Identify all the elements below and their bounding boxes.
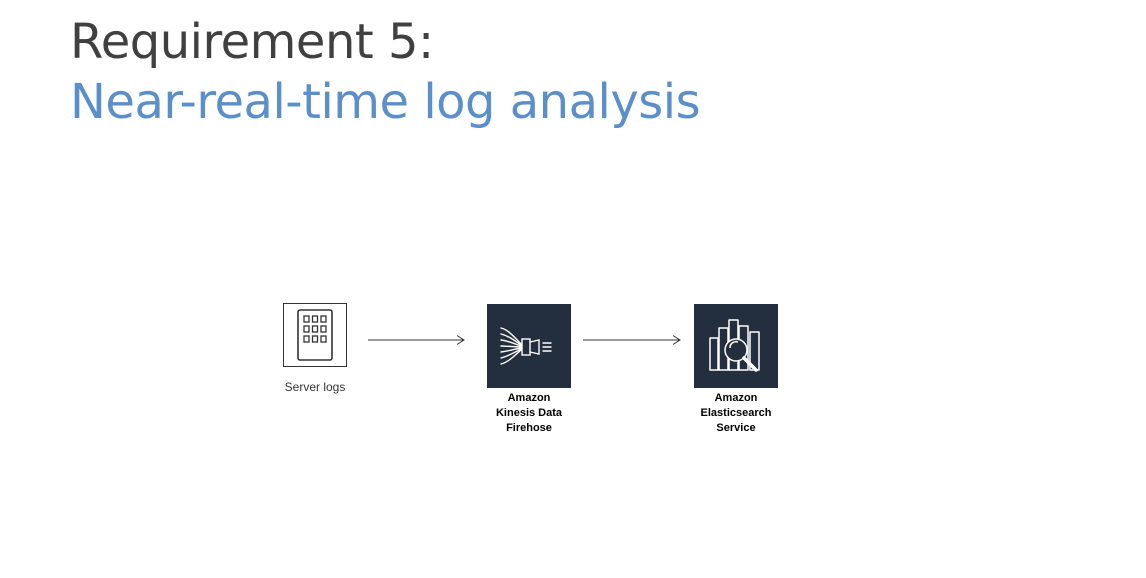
elasticsearch-label: Amazon Elasticsearch Service [676, 391, 796, 436]
kinesis-firehose-node [487, 304, 571, 388]
kinesis-firehose-label-line: Kinesis Data [495, 407, 563, 419]
kinesis-firehose-label: Amazon Kinesis Data Firehose [469, 391, 589, 436]
server-logs-label: Server logs [265, 380, 365, 395]
kinesis-firehose-label-line: Amazon [507, 392, 551, 404]
server-icon [297, 309, 333, 361]
flow-arrow [583, 334, 682, 346]
flow-arrow [368, 334, 466, 346]
elasticsearch-label-line: Service [716, 422, 756, 434]
kinesis-firehose-label-line: Firehose [506, 422, 552, 434]
slide-subtitle: Near-real-time log analysis [70, 74, 701, 130]
elasticsearch-label-line: Elasticsearch [700, 407, 772, 419]
elasticsearch-node [694, 304, 778, 388]
slide-title: Requirement 5: [70, 14, 434, 70]
server-logs-label-line: Server logs [284, 380, 346, 394]
elasticsearch-label-line: Amazon [714, 392, 758, 404]
elasticsearch-icon [709, 319, 760, 372]
server-logs-node [283, 303, 347, 367]
kinesis-firehose-icon [500, 327, 552, 365]
